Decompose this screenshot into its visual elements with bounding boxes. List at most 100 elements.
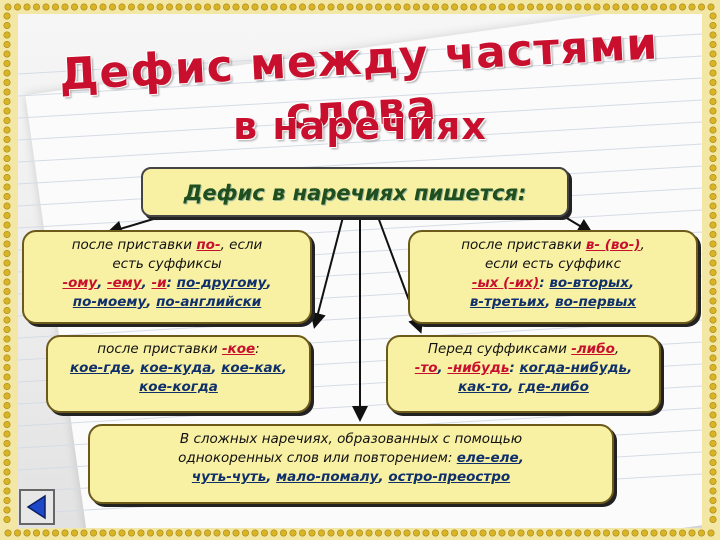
border-dot [709, 487, 717, 495]
border-dot [709, 506, 717, 514]
border-dot [688, 3, 696, 11]
border-dot [3, 458, 11, 466]
border-dot [709, 202, 717, 210]
border-dot [697, 529, 705, 537]
border-dot [709, 221, 717, 229]
border-dot [355, 529, 363, 537]
border-dot [137, 3, 145, 11]
box5-line1: В сложных наречиях, образованных с помощ… [179, 431, 523, 447]
text: однокоренных слов или повторением: [178, 450, 457, 466]
box1-line2: есть суффиксы [112, 256, 222, 272]
border-dot [422, 3, 430, 11]
border-dot [3, 506, 11, 514]
example: во-первых [555, 294, 637, 310]
text: , [545, 294, 556, 310]
border-dot [709, 278, 717, 286]
text: , [640, 237, 645, 253]
border-dot [308, 529, 316, 537]
border-dot [3, 287, 11, 295]
border-dot [298, 3, 306, 11]
border-dot [327, 529, 335, 537]
border-dot [4, 3, 12, 11]
box5-line3: чуть-чуть, мало-помалу, остро-преостро [96, 468, 606, 487]
text: , [266, 469, 277, 485]
heading-box: Дефис в наречиях пишется: [141, 167, 569, 217]
border-dot [128, 529, 136, 537]
text: после приставки [461, 237, 586, 253]
border-dot [147, 529, 155, 537]
box3-line3: кое-когда [139, 379, 218, 395]
text: , [378, 469, 389, 485]
suffix: -и [151, 275, 167, 291]
border-dot [709, 231, 717, 239]
box1-line3: -ому, -ему, -и: по-другому, [30, 274, 304, 293]
border-dot [298, 529, 306, 537]
border-dot [709, 449, 717, 457]
border-dot [650, 529, 658, 537]
border-dot [260, 529, 268, 537]
border-dot [32, 529, 40, 537]
border-dot [80, 529, 88, 537]
text: , [211, 360, 222, 376]
border-dot [242, 3, 250, 11]
border-dot [709, 306, 717, 314]
box5-line2: однокоренных слов или повторением: еле-е… [96, 449, 606, 468]
border-dot [185, 3, 193, 11]
border-dot [412, 3, 420, 11]
border-dot [317, 3, 325, 11]
text: , [437, 360, 448, 376]
example: в-третьих [469, 294, 546, 310]
border-dot [431, 529, 439, 537]
border-dot [526, 3, 534, 11]
border-dot [3, 155, 11, 163]
border-dot [707, 529, 715, 537]
back-button[interactable] [19, 489, 55, 525]
border-dot [709, 250, 717, 258]
border-dot [450, 3, 458, 11]
border-dot [223, 529, 231, 537]
example: остро-преостро [388, 469, 511, 485]
border-dot [431, 3, 439, 11]
border-dot [14, 3, 22, 11]
border-dot [346, 3, 354, 11]
border-dot [3, 363, 11, 371]
example: по-английски [156, 294, 262, 310]
border-dot [336, 529, 344, 537]
border-dot [71, 3, 79, 11]
border-dot [365, 3, 373, 11]
text: , [130, 360, 141, 376]
border-dot [3, 420, 11, 428]
border-dot [99, 529, 107, 537]
box2-line4: в-третьих, во-первых [416, 293, 690, 312]
example: как-то [458, 379, 509, 395]
triangle-left-icon [26, 494, 46, 520]
border-dot [709, 259, 717, 267]
border-dot [3, 335, 11, 343]
border-dot [194, 3, 202, 11]
border-dot [3, 316, 11, 324]
border-dot [3, 231, 11, 239]
border-dot [327, 3, 335, 11]
border-dot [51, 529, 59, 537]
border-dot [631, 3, 639, 11]
border-dot [232, 529, 240, 537]
border-dot [3, 240, 11, 248]
text: Перед суффиксами [427, 341, 572, 357]
border-dot [612, 529, 620, 537]
border-dot [441, 529, 449, 537]
border-dot [709, 344, 717, 352]
border-dot [631, 529, 639, 537]
example: кое-где [70, 360, 131, 376]
text: , [146, 294, 157, 310]
border-dot [3, 430, 11, 438]
border-dot [61, 529, 69, 537]
border-dot [583, 529, 591, 537]
border-dot [469, 3, 477, 11]
rule-box-koe: после приставки -кое: кое-где, кое-куда,… [46, 335, 311, 413]
border-dot [460, 3, 468, 11]
border-dot [3, 250, 11, 258]
border-dot [709, 468, 717, 476]
border-dot [3, 487, 11, 495]
border-dot [564, 3, 572, 11]
